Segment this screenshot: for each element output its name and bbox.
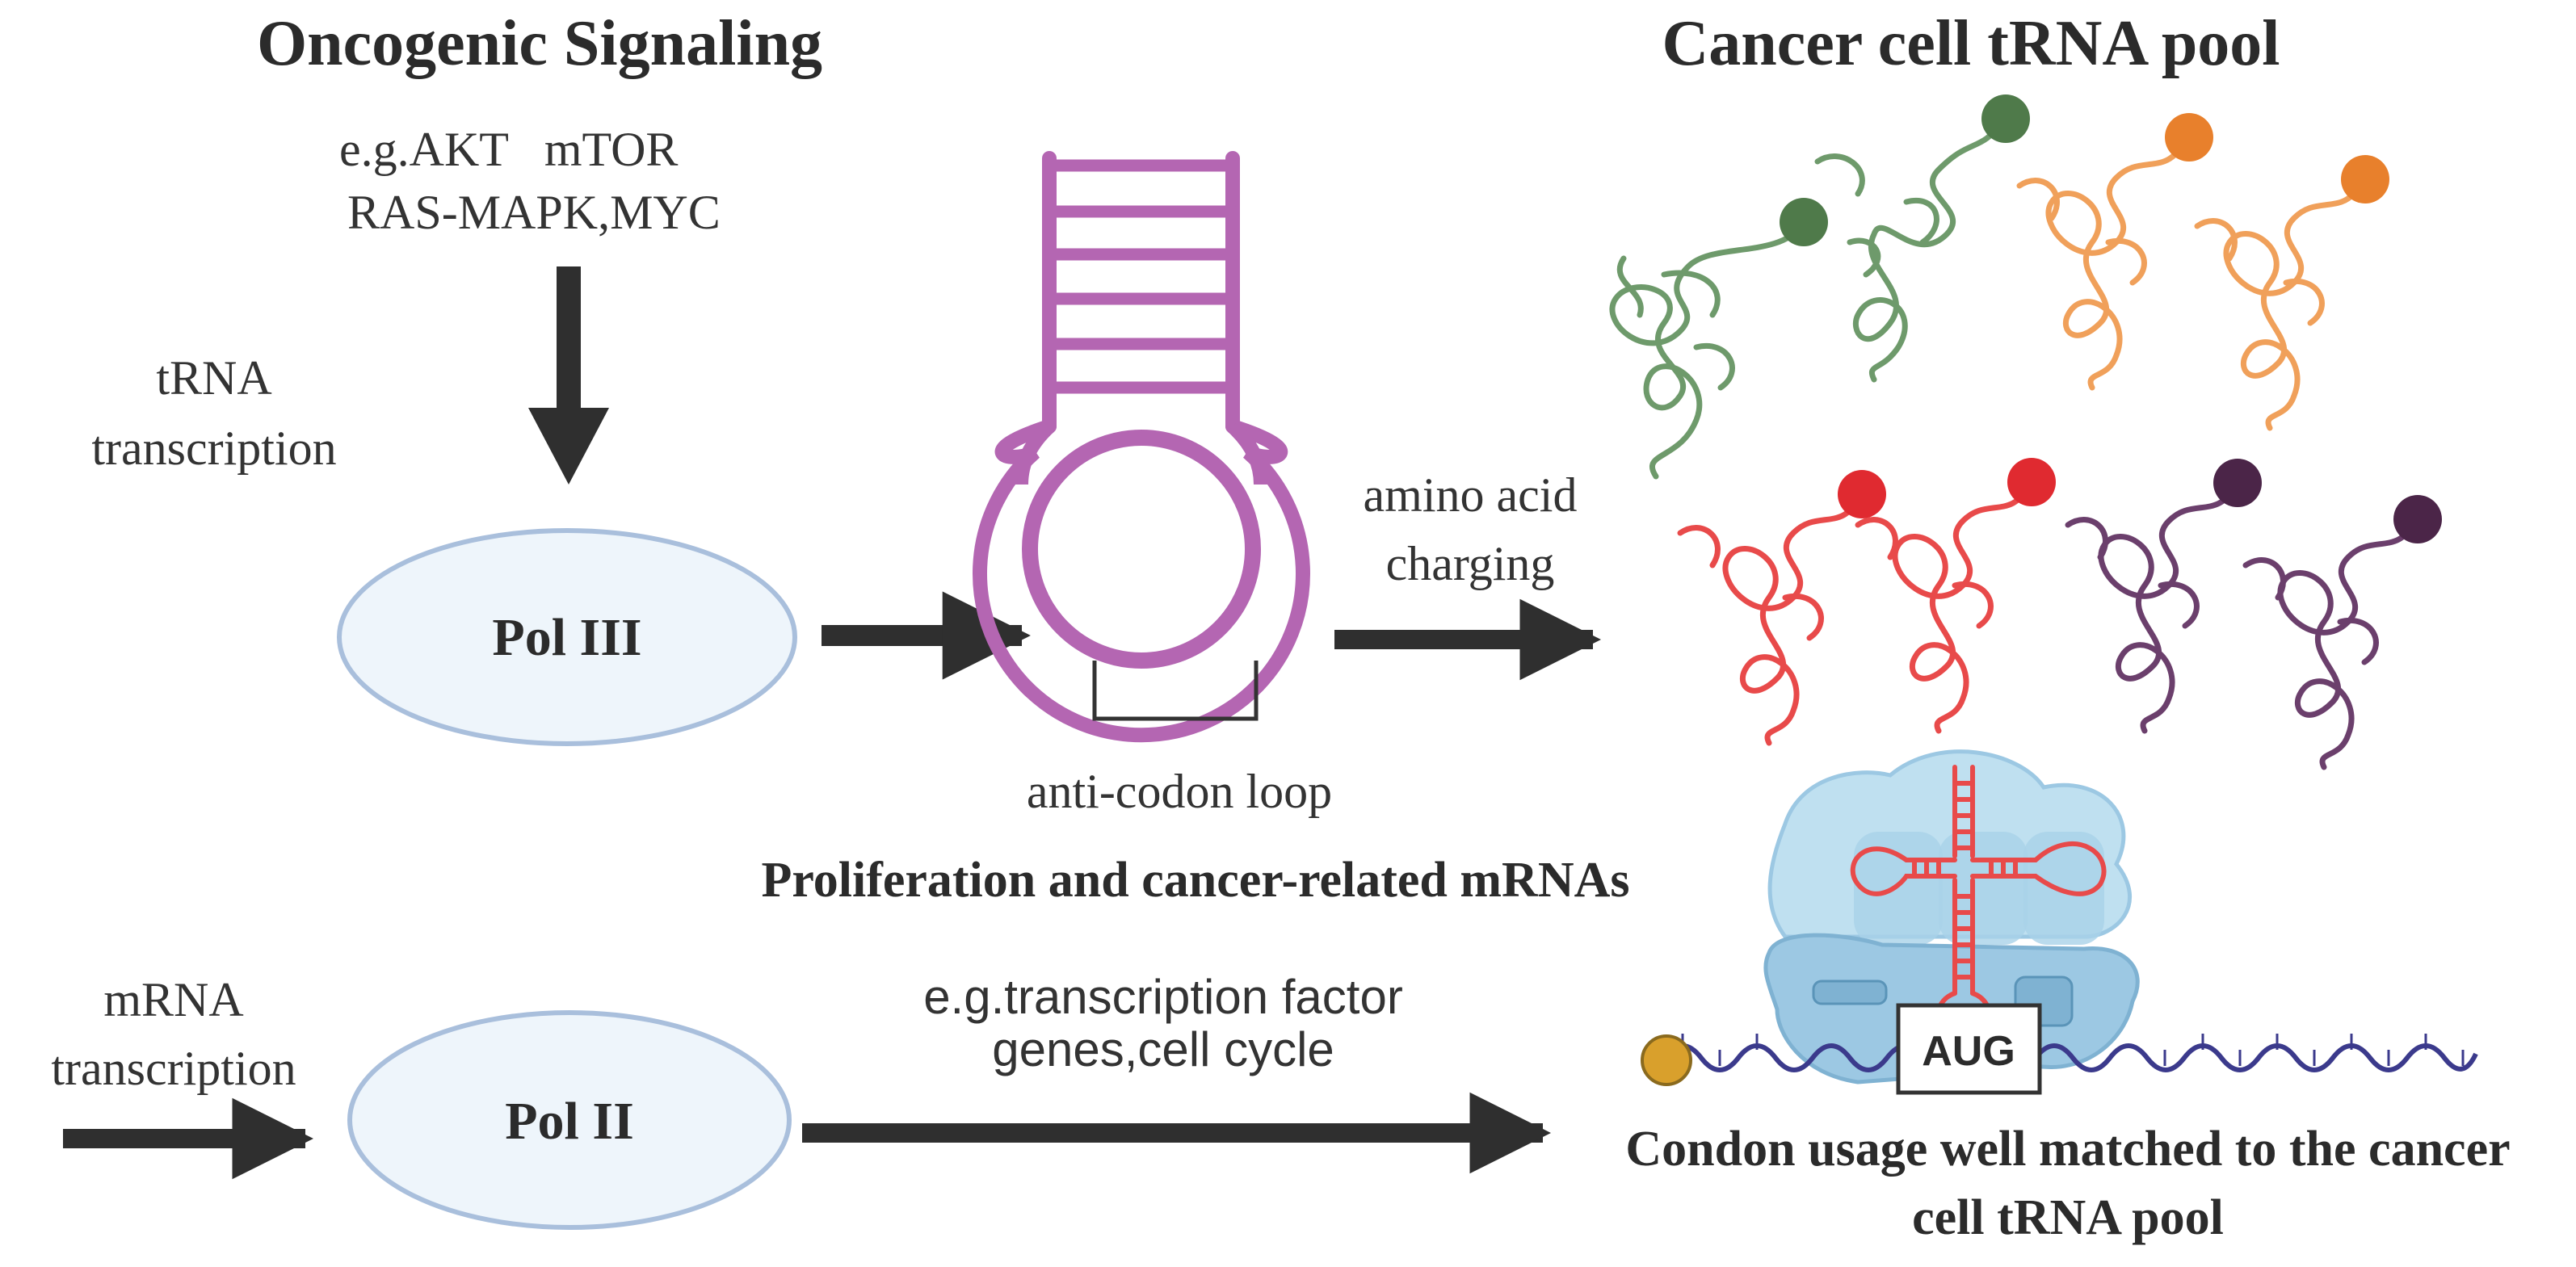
trna-molecule-purple-1: [2065, 481, 2239, 734]
trna-transcription-line2: transcription: [91, 422, 336, 475]
hairpin-loop-ring: [1014, 421, 1268, 485]
codon-box: AUG: [1896, 1003, 2042, 1095]
trna-transcription-line1: tRNA: [156, 351, 271, 405]
bead-purple-2: [2393, 495, 2442, 543]
heading-oncogenic-signaling: Oncogenic Signaling: [257, 8, 822, 79]
trna-molecule-green-1: [1609, 223, 1805, 480]
down-arrow: [528, 266, 609, 485]
hairpin-loop: [1022, 430, 1261, 669]
anticodon-caption: anti-codon loop: [1027, 765, 1332, 818]
trna-molecule-purple-2: [2242, 518, 2418, 770]
pol3-label: Pol III: [492, 608, 641, 667]
trna-molecule-red-1: [1677, 493, 1863, 746]
trna-molecule-orange-2: [2194, 178, 2366, 431]
pol3-node: Pol III: [337, 528, 797, 746]
codon-usage-line2: cell tRNA pool: [1912, 1190, 2224, 1245]
bead-green-2: [1981, 94, 2030, 143]
bead-red-1: [1838, 470, 1886, 518]
trna-molecule-green-2: [1814, 118, 2007, 383]
signaling-examples-line1: e.g.AKT mTOR: [339, 123, 678, 176]
heading-trna-pool: Cancer cell tRNA pool: [1662, 8, 2280, 79]
mrna-transcription-line1: mRNA: [103, 973, 243, 1026]
proliferation-label: Proliferation and cancer-related mRNAs: [761, 853, 1629, 908]
mrna-examples-line2: genes,cell cycle: [992, 1022, 1334, 1076]
mrna-strand: [1662, 1034, 2478, 1072]
pol2-node: Pol II: [347, 1010, 792, 1230]
bead-green-1: [1780, 198, 1828, 246]
trna-molecule-orange-1: [2016, 138, 2188, 391]
bead-red-2: [2007, 458, 2056, 506]
trna-molecule-red-2: [1855, 481, 2032, 734]
signaling-examples-line2: RAS-MAPK,MYC: [347, 186, 721, 239]
codon-label: AUG: [1922, 1028, 2015, 1075]
charging-line1: amino acid: [1364, 468, 1578, 522]
mrna-cap: [1641, 1034, 1692, 1086]
bead-purple-1: [2213, 459, 2262, 507]
bead-orange-1: [2165, 113, 2213, 162]
codon-usage-line1: Condon usage well matched to the cancer: [1625, 1122, 2510, 1177]
pol2-label: Pol II: [505, 1092, 634, 1151]
bead-orange-2: [2341, 155, 2389, 203]
mrna-transcription-line2: transcription: [51, 1042, 296, 1095]
anticodon-bracket: [1092, 661, 1259, 721]
mrna-examples-line1: e.g.transcription factor: [923, 970, 1403, 1024]
ribosome-trna: [1850, 765, 2107, 1045]
charging-line2: charging: [1386, 537, 1555, 590]
